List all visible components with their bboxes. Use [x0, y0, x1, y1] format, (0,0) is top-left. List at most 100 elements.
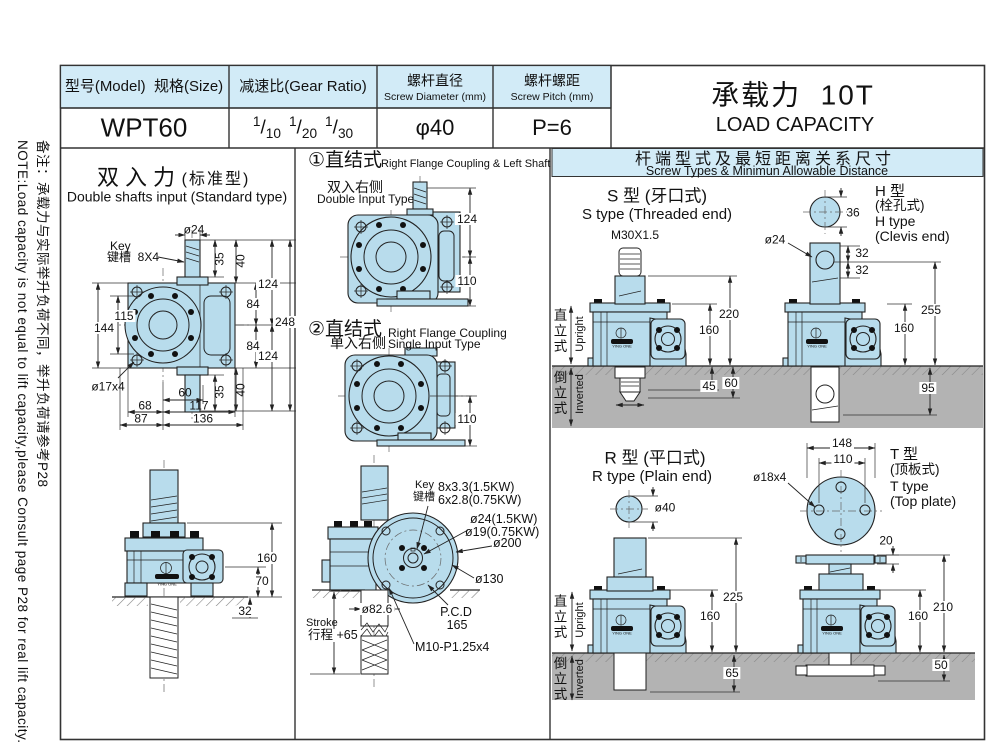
load-capacity-cn: 承载力 10T [711, 79, 875, 111]
pcd-value: 165 [446, 618, 468, 633]
h-type-title-cn1: H 型 [875, 183, 906, 200]
stroke-label-en: Stroke [306, 617, 338, 629]
screw-diameter-header-cn: 螺杆直径 [407, 72, 463, 89]
direct2-title-en: Right Flange Coupling [388, 326, 507, 340]
gear-ratio-header: 减速比(Gear Ratio) [239, 77, 367, 95]
dim-h160: 160 [891, 321, 917, 335]
dim-35-bot: 35 [212, 385, 227, 399]
dim-t148: 148 [829, 436, 855, 450]
r-type-title-cn: R 型 (平口式) [604, 448, 706, 468]
dim-40-top: 40 [233, 254, 248, 268]
flange-coupling-double-view [340, 176, 476, 312]
dim-115: 115 [112, 309, 136, 323]
dim-h36: 36 [846, 205, 860, 220]
screw-types-header-cn: 杆端型式及最短距离关系尺寸 [634, 151, 896, 169]
dim-60: 60 [178, 385, 192, 400]
dim-t210: 210 [930, 600, 956, 614]
mid-key-en: Key [415, 479, 434, 491]
dim-124-bot: 124 [255, 349, 281, 363]
gear-ratio-value: 1/101/201/30 [249, 114, 357, 141]
left-title-cn-sub: (标准型) [181, 171, 251, 189]
s-upright-cn: 直立式 [551, 308, 567, 355]
mid-key-cn: 键槽 [413, 491, 435, 503]
dim-r225: 225 [720, 590, 746, 604]
t-type-title-cn2: (顶板式) [890, 462, 940, 477]
r-upright-en: Upright [574, 602, 586, 638]
r-inverted-en: Inverted [574, 659, 586, 699]
side-note-chinese: 备注：承载力与实际举升负荷不同，举升负荷请参考P28 [35, 140, 50, 488]
dim-s160: 160 [696, 323, 722, 337]
dim-87: 87 [134, 411, 148, 426]
screw-pitch-header-cn: 螺杆螺距 [524, 72, 580, 89]
dim-s45: 45 [700, 379, 718, 393]
flange-coupling-single-view [338, 347, 477, 452]
h-type-title-cn2: (栓孔式) [875, 198, 925, 213]
dim-h32a: 32 [853, 246, 871, 260]
dim-h32b: 32 [853, 263, 871, 277]
screw-pitch-header-en: Screw Pitch (mm) [510, 91, 594, 104]
ratio-value: 1/10 [252, 114, 281, 142]
r-type-title-en: R type (Plain end) [591, 467, 713, 485]
dim-side-32: 32 [236, 604, 254, 618]
screw-pitch-value: P=6 [532, 114, 572, 140]
dim-84-top: 84 [244, 297, 262, 311]
dim-a110: 110 [455, 274, 479, 288]
dim-s60: 60 [722, 376, 740, 390]
direct2-sub-en: Single Input Type [388, 337, 481, 351]
dim-124-top: 124 [255, 277, 281, 291]
t-type-title-en2: (Top plate) [890, 493, 957, 509]
dim-dia130: ø130 [475, 572, 504, 586]
dim-144: 144 [91, 321, 117, 335]
s-inverted-cn: 倒立式 [551, 370, 567, 417]
dim-t20: 20 [879, 533, 893, 548]
double-input-top-view [92, 230, 296, 430]
s-type-title-en: S type (Threaded end) [581, 205, 733, 223]
s-type-title-cn: S 型 (牙口式) [606, 186, 708, 206]
screw-types-header-en: Screw Types & Minimun Allowable Distance [645, 164, 889, 179]
dim-t-dia18: ø18x4 [753, 470, 787, 484]
t-type-drawing [787, 443, 950, 682]
key-label-en: Key [110, 239, 131, 253]
dim-m10: M10-P1.25x4 [415, 640, 490, 654]
key-label-cn: 键槽 8X4 [107, 250, 160, 264]
ratio-value: 1/20 [288, 114, 318, 142]
dim-136: 136 [192, 411, 214, 426]
direct2-num: ②直结式 [308, 319, 383, 340]
direct1-num: ①直结式 [308, 150, 383, 171]
dim-248: 248 [272, 315, 298, 329]
dim-dia24: ø24 [183, 222, 205, 237]
direct1-title-en: Right Flange Coupling & Left Shaft [381, 158, 551, 170]
dim-side-160: 160 [254, 551, 280, 565]
dim-t160: 160 [905, 609, 931, 623]
dim-a124: 124 [454, 212, 480, 226]
s-inverted-en: Inverted [574, 374, 586, 414]
screw-diameter-value: φ40 [415, 114, 455, 140]
dim-h-dia24: ø24 [764, 232, 786, 247]
direct1-sub-en: Double Input Type [317, 192, 415, 206]
pcd-label: P.C.D [440, 605, 472, 620]
left-title-cn: 双入力 [96, 164, 182, 190]
ratio-value: 1/30 [325, 114, 354, 142]
dim-t110: 110 [831, 452, 855, 466]
ying-one-logo: YING ONE [822, 630, 842, 636]
direct2-sub-cn: 单入右侧 [330, 335, 386, 351]
double-input-side-view [112, 460, 282, 692]
stroke-label-cn: 行程 +65 [306, 628, 360, 642]
model-value: WPT60 [100, 112, 188, 143]
dim-s220: 220 [716, 307, 742, 321]
left-title-en: Double shafts input (Standard type) [66, 188, 288, 205]
ying-one-logo: YING ONE [612, 343, 632, 349]
r-upright-cn: 直立式 [551, 594, 567, 641]
dim-hole17: ø17x4 [91, 379, 125, 394]
r-inverted-cn: 倒立式 [551, 656, 567, 703]
dim-dia826: ø82.6 [359, 602, 395, 616]
dim-117: 117 [189, 398, 209, 413]
h-type-title-en2: (Clevis end) [875, 228, 950, 244]
dim-68: 68 [138, 398, 152, 413]
dim-t50: 50 [932, 658, 950, 672]
dim-dia24-kw: ø24(1.5KW) [470, 512, 538, 526]
t-type-title-cn1: T 型 [890, 446, 919, 463]
ying-one-logo: YING ONE [157, 581, 177, 587]
h-type-title-en1: H type [875, 213, 916, 229]
